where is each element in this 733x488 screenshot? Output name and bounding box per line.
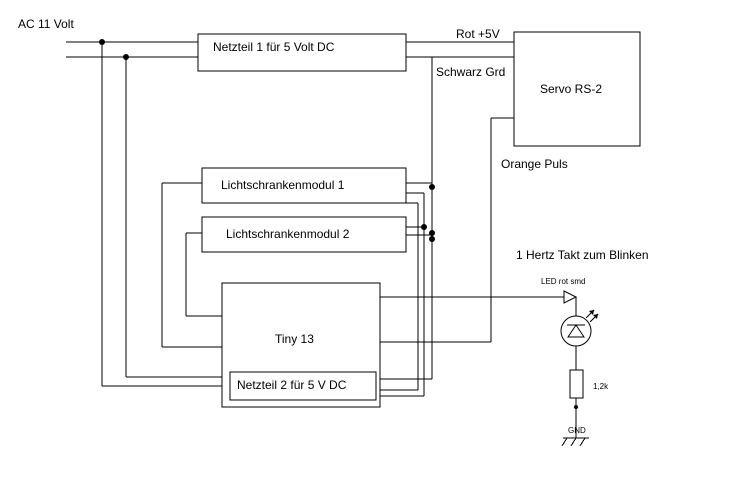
servo-box bbox=[513, 31, 641, 147]
ac-input-label: AC 11 Volt bbox=[18, 17, 74, 31]
ls1-label: Lichtschrankenmodul 1 bbox=[221, 178, 345, 192]
ls2-label: Lichtschrankenmodul 2 bbox=[226, 227, 350, 241]
gnd-label: GND bbox=[568, 426, 586, 435]
led-label: LED rot smd bbox=[541, 277, 585, 286]
resistor-symbol bbox=[569, 369, 584, 399]
tiny13-label: Tiny 13 bbox=[275, 332, 314, 346]
junction-dot bbox=[421, 224, 427, 230]
psu1-label: Netzteil 1 für 5 Volt DC bbox=[213, 40, 335, 54]
junction-dot bbox=[574, 405, 578, 409]
ground-symbol bbox=[561, 437, 589, 447]
psu1-output-lines bbox=[380, 41, 514, 380]
junction-dot bbox=[429, 236, 435, 242]
ls2-box bbox=[201, 216, 407, 253]
psu1-box bbox=[197, 33, 407, 72]
junction-dot bbox=[429, 184, 435, 190]
orange-puls-label: Orange Puls bbox=[501, 157, 568, 171]
led-arrow bbox=[563, 290, 578, 304]
resistor-label: 1,2k bbox=[593, 382, 609, 391]
ls2-lines bbox=[185, 184, 435, 397]
rot-5v-label: Rot +5V bbox=[456, 27, 500, 41]
takt-label: 1 Hertz Takt zum Blinken bbox=[516, 248, 649, 262]
junction-dot bbox=[429, 230, 435, 236]
led-circuit bbox=[380, 290, 599, 447]
ls1-box bbox=[201, 167, 407, 204]
psu2-box bbox=[229, 371, 377, 401]
junction-dot bbox=[99, 39, 105, 45]
ac-lines bbox=[66, 39, 222, 387]
schwarz-grd-label: Schwarz Grd bbox=[436, 65, 505, 79]
servo-label: Servo RS-2 bbox=[540, 82, 602, 96]
junction-dot bbox=[123, 54, 129, 60]
psu2-label: Netzteil 2 für 5 V DC bbox=[237, 378, 347, 392]
